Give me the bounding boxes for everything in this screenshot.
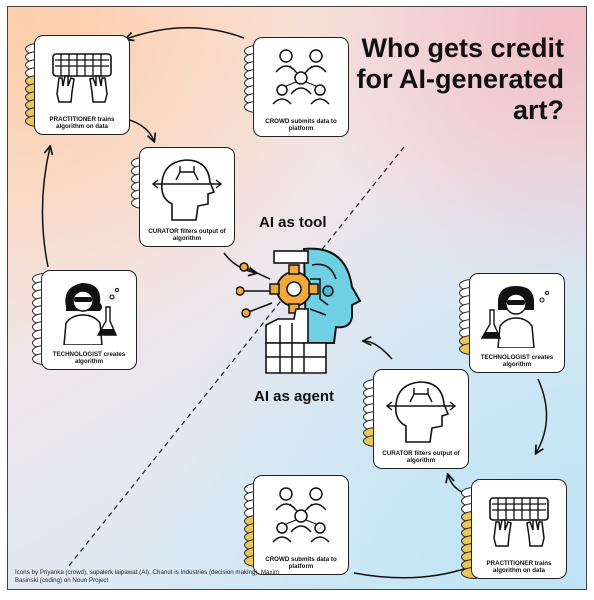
card-practitioner-bottom: PRACTITIONER trains algorithm on data — [471, 479, 567, 579]
card-crowd-bottom: CROWD submits data to platform — [253, 475, 349, 575]
card-crowd-top: CROWD submits data to platform — [253, 37, 349, 137]
card-caption: CROWD submits data to platform — [265, 556, 337, 570]
scientist-icon — [63, 283, 120, 345]
arrow-technologist-to-practitioner — [41, 147, 50, 268]
crowd-network-icon — [272, 49, 330, 105]
card-curator-top: CURATOR filters output of algorithm — [139, 147, 235, 247]
keyboard-hands-icon — [52, 53, 112, 103]
crowd-network-icon — [272, 487, 330, 543]
ai-robot-head-icon — [236, 247, 362, 374]
card-caption: TECHNOLOGIST creates algorithm — [52, 351, 126, 365]
head-decision-icon — [151, 159, 223, 221]
arrow-technologist-to-practitioner-right — [536, 378, 548, 453]
scientist-icon — [480, 286, 550, 348]
card-caption: CURATOR filters output of algorithm — [148, 228, 226, 242]
card-technologist-left: TECHNOLOGIST creates algorithm — [41, 270, 137, 370]
card-caption: PRACTITIONER trains algorithm on data — [486, 560, 552, 574]
label-ai-as-tool: AI as tool — [259, 214, 327, 231]
card-caption: PRACTITIONER trains algorithm on data — [49, 116, 115, 130]
card-caption: CROWD submits data to platform — [265, 118, 337, 132]
arrow-curator-to-ai — [223, 252, 256, 273]
label-ai-as-agent: AI as agent — [254, 388, 335, 405]
head-decision-icon — [385, 381, 457, 443]
diagram-canvas: Who gets credit for AI-generated art? PR… — [7, 6, 587, 590]
arrow-crowd-to-practitioner-bottom — [353, 567, 470, 579]
icon-credits: Icons by Priyanka (crowd), supalerk laip… — [15, 569, 280, 584]
card-technologist-right: TECHNOLOGIST creates algorithm — [469, 273, 565, 373]
arrow-practitioner-to-curator — [125, 118, 154, 141]
card-caption: TECHNOLOGIST creates algorithm — [480, 354, 554, 368]
card-practitioner-top: PRACTITIONER trains algorithm on data — [34, 35, 130, 135]
arrow-crowd-to-practitioner — [126, 27, 245, 39]
card-curator-right: CURATOR filters output of algorithm — [373, 369, 469, 469]
page-title: Who gets credit for AI-generated art? — [356, 33, 564, 125]
keyboard-hands-icon — [489, 497, 549, 547]
card-caption: CURATOR filters output of algorithm — [382, 450, 460, 464]
arrow-curator-to-ai-right — [364, 341, 393, 360]
